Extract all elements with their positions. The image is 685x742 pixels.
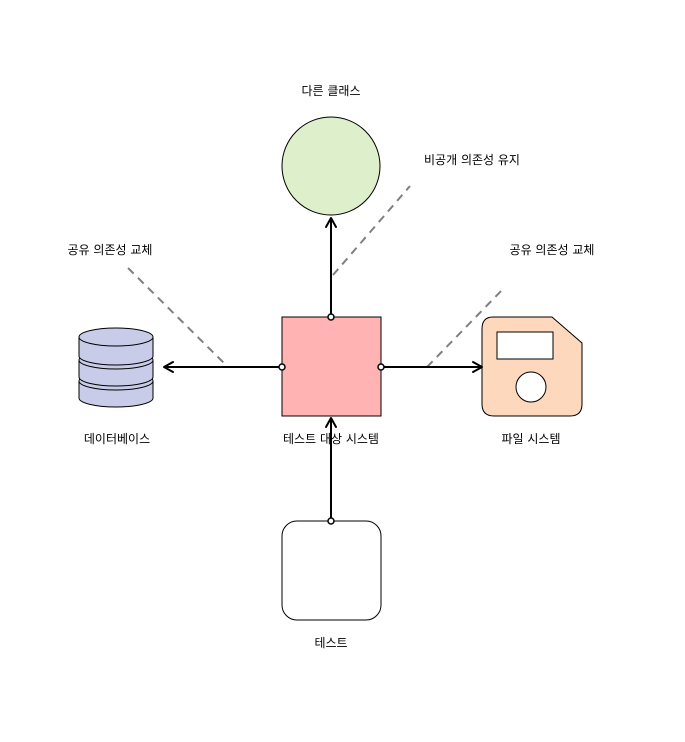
private-dependency-annotation: 비공개 의존성 유지 <box>424 153 520 167</box>
test-label: 테스트 <box>314 636 347 650</box>
private-dependency-leader <box>332 185 411 276</box>
edge-sut-to-database <box>163 361 286 373</box>
floppy-label-area <box>496 331 554 360</box>
edge-sut-to-file-system <box>377 361 483 373</box>
file-system-label: 파일 시스템 <box>501 432 560 446</box>
shared-dependency-right-annotation: 공유 의존성 교체 <box>510 243 595 257</box>
shared-dependency-right-leader <box>426 286 506 368</box>
test-node[interactable] <box>281 520 382 621</box>
edge-sut-to-other-class <box>325 217 337 321</box>
system-under-test-label: 테스트 대상 시스템 <box>283 432 379 446</box>
other-class-node[interactable] <box>281 116 381 216</box>
shared-dependency-left-leader <box>127 267 229 368</box>
database-label: 데이터베이스 <box>84 432 150 446</box>
floppy-disk-hub <box>515 371 547 403</box>
edge-test-to-sut <box>325 417 337 525</box>
shared-dependency-left-annotation: 공유 의존성 교체 <box>68 243 153 257</box>
other-class-label: 다른 클래스 <box>301 84 360 98</box>
file-system-icon[interactable] <box>481 316 583 417</box>
system-under-test-node[interactable] <box>281 316 382 417</box>
database-icon[interactable] <box>78 327 154 408</box>
